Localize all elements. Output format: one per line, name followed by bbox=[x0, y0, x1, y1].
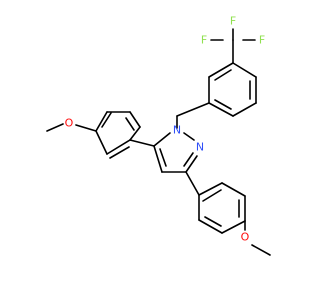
bond bbox=[202, 189, 222, 202]
bond bbox=[208, 62, 234, 78]
fluorine-label: F bbox=[259, 34, 265, 47]
bond bbox=[198, 182, 223, 196]
bond bbox=[125, 117, 135, 131]
bond bbox=[232, 102, 257, 117]
bond bbox=[183, 132, 195, 141]
bond bbox=[95, 130, 108, 155]
molecule-structure-drawing: F F F N N O O bbox=[46, 15, 271, 256]
bond bbox=[251, 244, 271, 256]
bond bbox=[95, 111, 108, 132]
bond bbox=[101, 112, 112, 128]
bond bbox=[221, 220, 246, 234]
bond bbox=[221, 182, 246, 197]
bond bbox=[153, 145, 163, 173]
bond bbox=[109, 146, 130, 159]
bond bbox=[159, 148, 167, 167]
bond bbox=[176, 102, 210, 117]
bond bbox=[198, 219, 223, 234]
bond bbox=[106, 139, 131, 155]
bond bbox=[214, 99, 232, 110]
bond bbox=[185, 171, 200, 196]
bond bbox=[204, 216, 222, 227]
nitrogen-label: N bbox=[196, 141, 204, 154]
bond bbox=[129, 126, 141, 141]
bond bbox=[129, 139, 155, 147]
nitrogen-label: N bbox=[173, 124, 181, 137]
bond bbox=[185, 155, 198, 173]
atom-label-layer: F F F N N O O bbox=[65, 15, 266, 244]
bond-layer bbox=[46, 28, 271, 256]
bond bbox=[75, 124, 97, 132]
fluorine-label: F bbox=[230, 15, 236, 28]
oxygen-label: O bbox=[65, 117, 74, 130]
bond bbox=[129, 111, 141, 128]
bond bbox=[232, 62, 257, 78]
bond bbox=[153, 132, 171, 147]
bond bbox=[208, 102, 234, 117]
bond bbox=[183, 152, 194, 167]
bond bbox=[214, 69, 232, 81]
bond bbox=[46, 123, 64, 132]
oxygen-label: O bbox=[241, 231, 250, 244]
fluorine-label: F bbox=[201, 34, 207, 47]
